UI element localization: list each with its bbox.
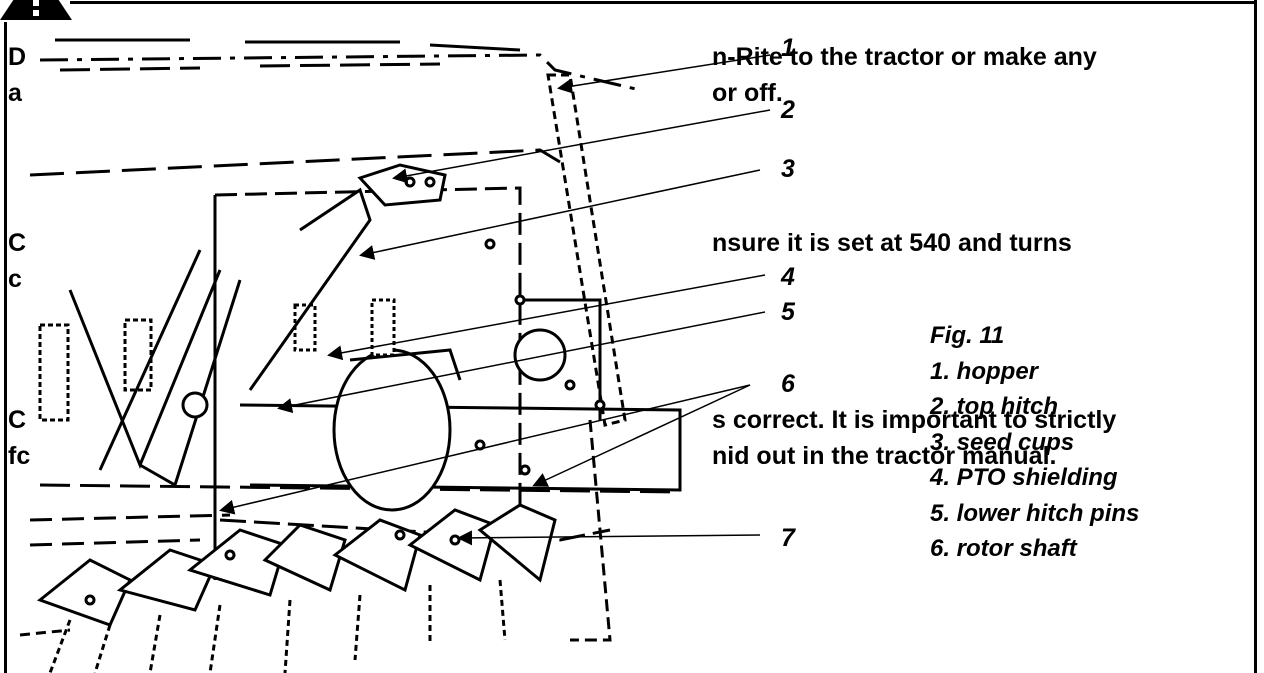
callout-7: 7 xyxy=(781,524,795,552)
frame-top-rule xyxy=(70,1,1257,4)
callout-5: 5 xyxy=(781,298,795,326)
callout-1: 1 xyxy=(781,34,795,62)
text-line-4-left: c xyxy=(8,265,22,293)
figure-caption: Fig. 11 xyxy=(930,322,1005,349)
text-line-5-left: C xyxy=(8,406,27,434)
warning-icon xyxy=(0,0,72,20)
text-line-1-right: n-Rite to the tractor or make any xyxy=(712,43,1097,71)
text-line-5-right: s correct. It is important to strictly xyxy=(712,406,1117,434)
callout-3: 3 xyxy=(781,155,795,183)
figure-legend: Fig. 11 1. hopper 2. top hitch 3. seed c… xyxy=(930,318,1139,567)
legend-item: 4. PTO shielding xyxy=(930,464,1118,491)
callout-6: 6 xyxy=(781,370,795,398)
text-line-1-left: D xyxy=(8,43,27,71)
legend-item: 6. rotor shaft xyxy=(930,535,1077,562)
frame-left-rule xyxy=(4,22,7,673)
text-line-2-left: a xyxy=(8,79,22,107)
legend-item: 2. top hitch xyxy=(930,393,1058,420)
callout-2: 2 xyxy=(781,96,795,124)
callout-4: 4 xyxy=(781,263,795,291)
text-line-6-right: nid out in the tractor manual. xyxy=(712,442,1057,470)
frame-right-rule xyxy=(1254,0,1257,673)
text-line-6-left: fc xyxy=(8,442,31,470)
legend-item: 5. lower hitch pins xyxy=(930,499,1140,527)
text-line-3-left: C xyxy=(8,229,27,257)
text-line-2-right: or off. xyxy=(712,79,783,107)
legend-item: 1. hopper xyxy=(930,357,1039,385)
text-line-3-right: nsure it is set at 540 and turns xyxy=(712,229,1072,257)
legend-item: 3. seed cups xyxy=(930,428,1075,456)
